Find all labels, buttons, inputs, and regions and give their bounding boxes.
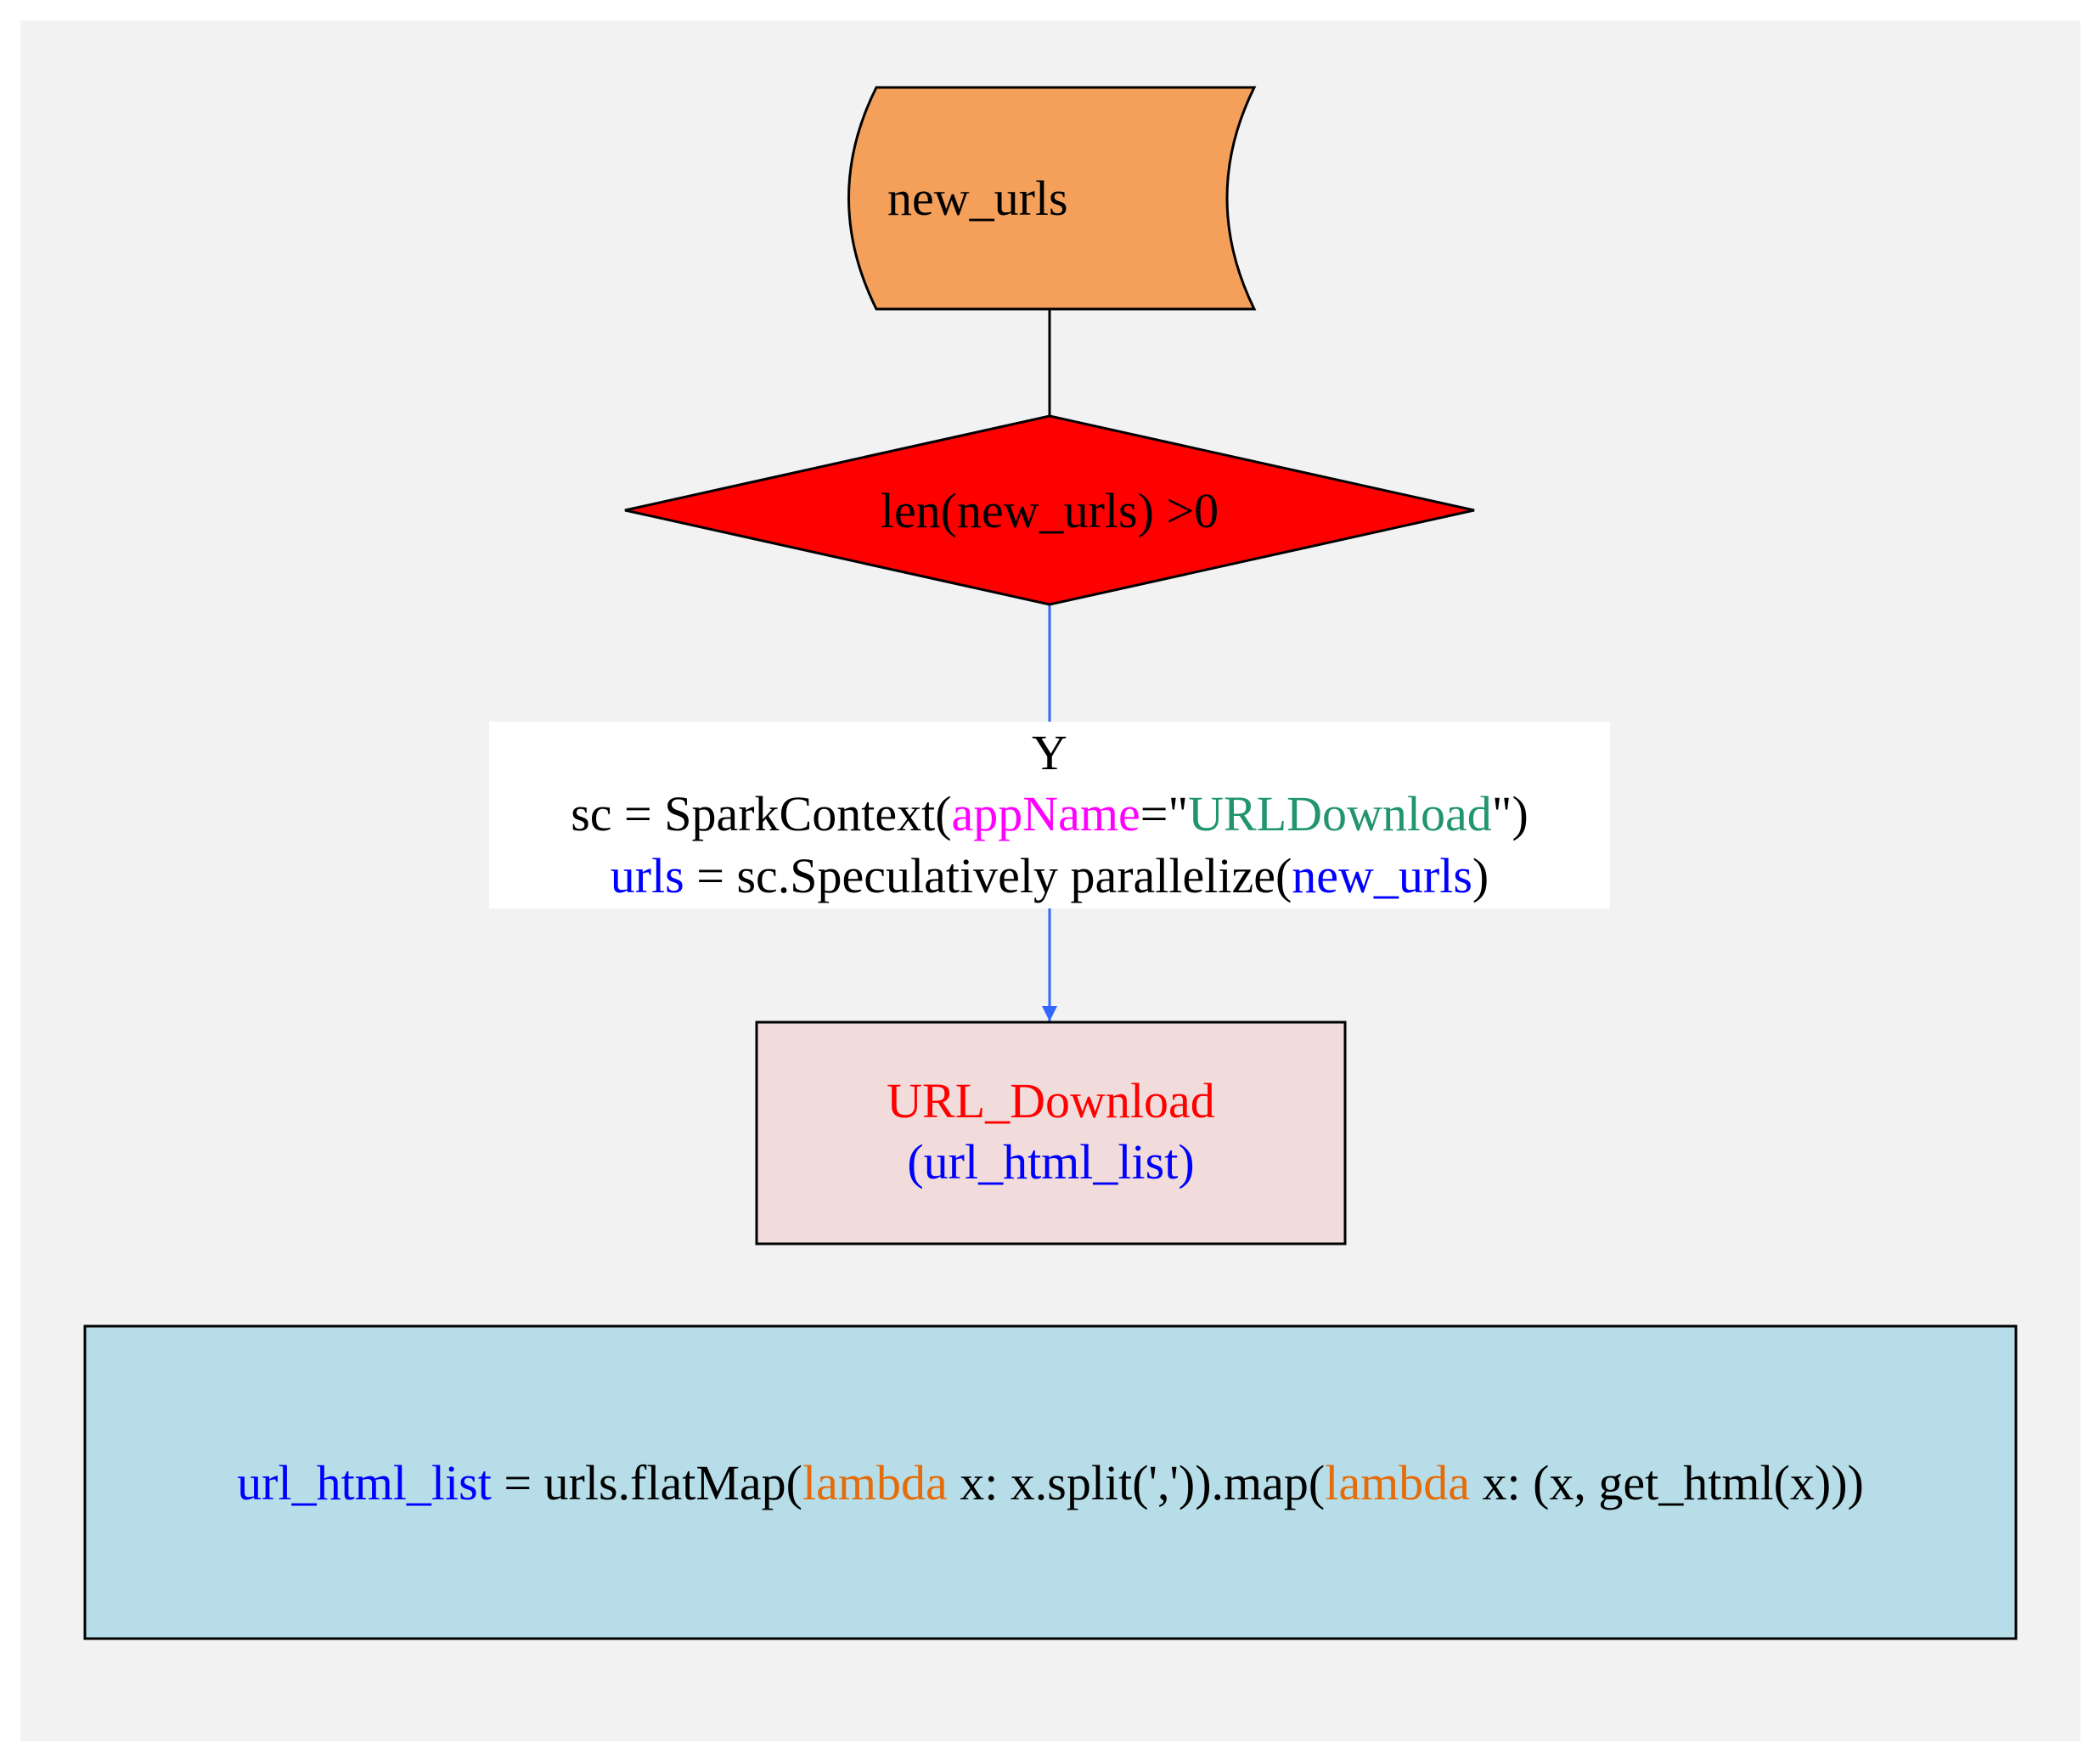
process-node-subtitle: (url_html_list) (757, 1138, 1345, 1187)
code-part-2: x: x.split(',')).map( (947, 1455, 1326, 1510)
new-urls-argument: new_urls (1292, 848, 1472, 903)
storage-label-text: new_urls (887, 171, 1068, 226)
storage-node-label: new_urls (887, 174, 1068, 223)
process-subtitle-text: (url_html_list) (907, 1134, 1195, 1189)
process-node (755, 1021, 1347, 1245)
spark-context-suffix: ") (1491, 786, 1529, 841)
code-part-3: x: (x, get_html(x))) (1469, 1455, 1864, 1510)
process-node-title: URL_Download (757, 1077, 1345, 1126)
urls-variable: urls (610, 848, 684, 903)
code-box-label: url_html_list = urls.flatMap(lambda x: x… (85, 1459, 2016, 1508)
storage-node (847, 86, 1257, 311)
code-var: url_html_list (237, 1455, 492, 1510)
edge-label-background (489, 722, 1610, 908)
parallelize-suffix: ) (1472, 848, 1489, 903)
spark-context-prefix: sc = SparkContext( (571, 786, 952, 841)
code-keyword-2: lambda (1325, 1455, 1470, 1510)
app-name-equals: =" (1140, 786, 1189, 841)
decision-label-text: len(new_urls) >0 (880, 483, 1219, 538)
edge-label-line-2: urls = sc.Speculatively parallelize(new_… (489, 852, 1610, 901)
code-box-node (83, 1324, 2018, 1640)
app-name-value: URLDownload (1188, 786, 1492, 841)
process-title-text: URL_Download (887, 1073, 1215, 1128)
code-keyword-1: lambda (802, 1455, 948, 1510)
parallelize-call: = sc.Speculatively parallelize( (684, 848, 1292, 903)
decision-node (624, 414, 1475, 606)
edge-label-condition: Y (489, 728, 1610, 778)
decision-node-label: len(new_urls) >0 (625, 486, 1474, 536)
code-part-1: = urls.flatMap( (491, 1455, 802, 1510)
edge-label-line-1: sc = SparkContext(appName="URLDownload") (489, 790, 1610, 839)
app-name-param: appName (951, 786, 1140, 841)
edge-condition-text: Y (1032, 725, 1067, 780)
